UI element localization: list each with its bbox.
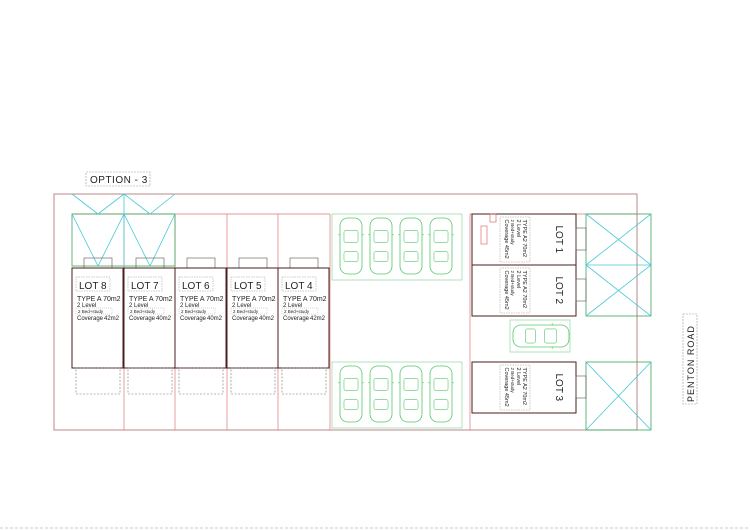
lot-type: TYPE A 70m2	[77, 296, 121, 303]
car-icon	[512, 323, 570, 349]
lot-coverage: 42m2	[104, 316, 120, 322]
lot-levels: 2 Level	[180, 303, 199, 309]
car-icons	[338, 217, 570, 423]
lot-levels: 2 Level	[232, 303, 251, 309]
site-boundary	[53, 193, 638, 431]
lot-coverage-label: Coverage	[283, 316, 310, 322]
lot-type: TYPE A2 70m2	[521, 271, 527, 309]
lot-name: LOT 4	[285, 281, 313, 292]
lot-coverage-label: Coverage	[77, 316, 104, 322]
lot-coverage-label: Coverage	[129, 316, 156, 322]
car-icon	[338, 365, 364, 423]
lot-name: LOT 8	[79, 281, 107, 292]
lot-name: LOT 1	[553, 226, 564, 254]
lot-name: LOT 2	[553, 277, 564, 305]
car-icon	[368, 365, 394, 423]
car-icon	[398, 217, 424, 275]
option-label: OPTION - 3	[90, 175, 148, 186]
lot-name: LOT 3	[553, 374, 564, 402]
road-label: PENTON ROAD	[682, 313, 698, 405]
lot-levels: 2 Level	[515, 368, 521, 386]
lot-type: TYPE A2 70m2	[521, 220, 527, 258]
lot-coverage: Coverage 45m2	[503, 220, 509, 259]
lot-beds: 2 Bed+study	[510, 220, 515, 246]
lot-type: TYPE A 70m2	[180, 296, 224, 303]
car-park-top	[331, 213, 463, 281]
lot-name: LOT 6	[182, 281, 210, 292]
car-park-middle	[509, 319, 571, 353]
lot-levels: 2 Level	[515, 271, 521, 289]
lot-beds: 2 Bed+study	[78, 309, 104, 314]
car-icon	[428, 217, 454, 275]
car-park-bottom	[331, 361, 463, 429]
lot-name: LOT 5	[234, 281, 262, 292]
lot-coverage-label: Coverage	[232, 316, 259, 322]
lot-type: TYPE A 70m2	[232, 296, 276, 303]
lot-type: TYPE A 70m2	[129, 296, 173, 303]
lot-beds: 2 Bed+study	[181, 309, 207, 314]
lot-coverage-label: Coverage	[180, 316, 207, 322]
lot-beds: 2 Bed+study	[130, 309, 156, 314]
car-icon	[338, 217, 364, 275]
lot-coverage: Coverage 45m2	[503, 368, 509, 407]
lot-levels: 2 Level	[77, 303, 96, 309]
lot-coverage: 40m2	[156, 316, 172, 322]
option-title: OPTION - 3	[85, 171, 151, 187]
lot-beds: 2 Bed+study	[510, 271, 515, 297]
lot-coverage: Coverage 45m2	[503, 271, 509, 310]
lot-beds: 2 Bed+study	[510, 368, 515, 394]
right-carport	[585, 213, 652, 431]
lot-levels: 2 Level	[129, 303, 148, 309]
lot-beds: 2 Bed+study	[284, 309, 310, 314]
car-icon	[398, 365, 424, 423]
road-name: PENTON ROAD	[686, 325, 696, 402]
car-icon	[428, 365, 454, 423]
lot-beds: 2 Bed+study	[233, 309, 259, 314]
lot-type: TYPE A2 70m2	[521, 368, 527, 406]
lot-1-markers	[480, 213, 497, 245]
lot-levels: 2 Level	[283, 303, 302, 309]
lot-coverage: 40m2	[207, 316, 223, 322]
lot-name: LOT 7	[131, 281, 159, 292]
car-icon	[368, 217, 394, 275]
lot-coverage: 42m2	[310, 316, 326, 322]
left-carport	[71, 193, 176, 267]
lot-coverage: 40m2	[259, 316, 275, 322]
lot-levels: 2 Level	[515, 220, 521, 238]
lot-type: TYPE A 70m2	[283, 296, 327, 303]
